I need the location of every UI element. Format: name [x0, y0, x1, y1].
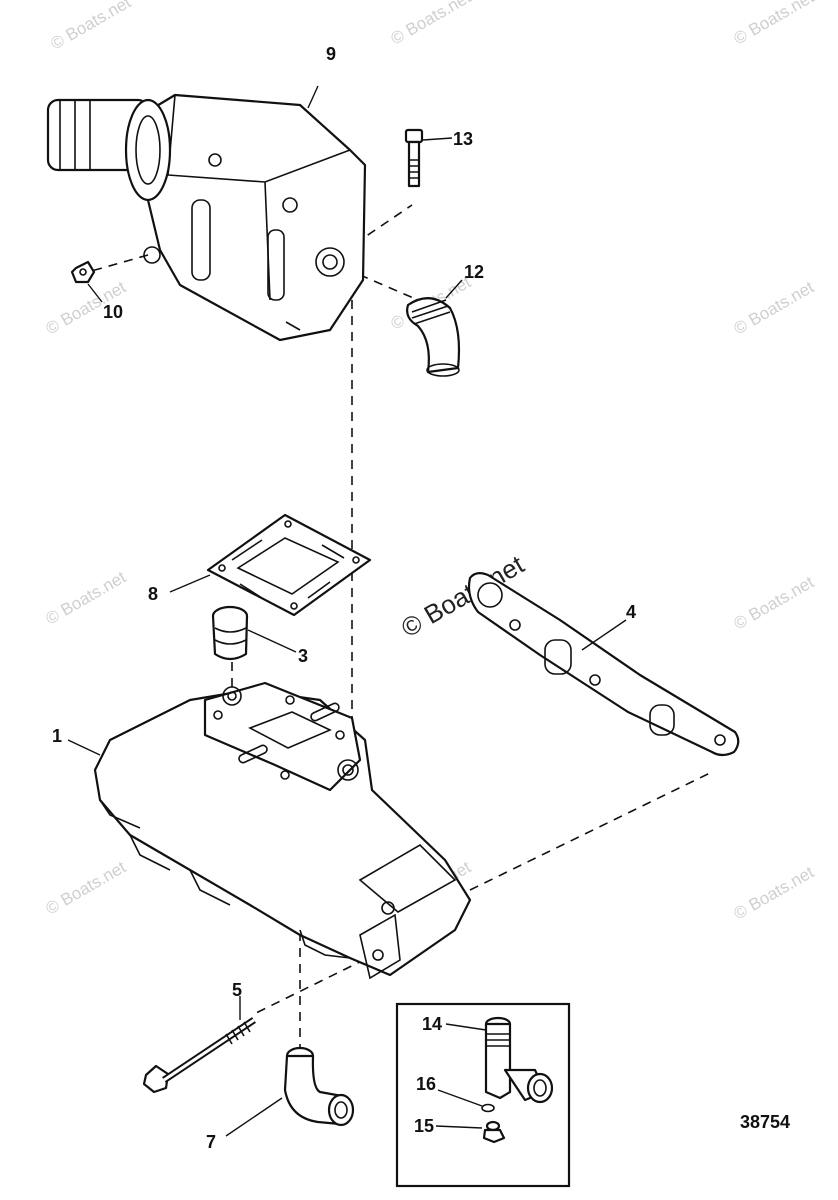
watermark: © Boats.net: [43, 857, 130, 918]
callout-10: 10: [103, 302, 123, 322]
bolt-part-5: [142, 1017, 256, 1094]
watermark: © Boats.net: [731, 572, 818, 633]
watermark: © Boats.net: [48, 0, 135, 53]
plug-part-3: [211, 605, 249, 661]
callout-15: 15: [414, 1116, 434, 1136]
callout-1: 1: [52, 726, 62, 746]
callout-7: 7: [206, 1132, 216, 1152]
figure-number: 38754: [740, 1112, 790, 1132]
watermark: © Boats.net: [731, 277, 818, 338]
watermark: © Boats.net: [731, 862, 818, 923]
gasket-part-4: [467, 571, 740, 757]
watermark: © Boats.net: [731, 0, 818, 48]
callout-5: 5: [232, 980, 242, 1000]
exhaust-elbow-part-9: [46, 93, 367, 342]
nut-part-10: [70, 260, 96, 284]
callout-13: 13: [453, 129, 473, 149]
watermark: © Boats.net: [388, 0, 475, 48]
o-ring-part-16: [481, 1103, 495, 1113]
fitting-part-15: [482, 1120, 506, 1144]
callout-14: 14: [422, 1014, 442, 1034]
watermark: © Boats.net: [43, 567, 130, 628]
bolt-part-13: [404, 128, 424, 188]
elbow-fitting-part-7: [283, 1046, 355, 1127]
inset-box: 14 16 15: [395, 1002, 571, 1188]
callout-9: 9: [326, 44, 336, 64]
exhaust-manifold-part-1: [93, 681, 472, 980]
callout-3: 3: [298, 646, 308, 666]
tee-fitting-part-14: [484, 1016, 554, 1104]
hose-elbow-part-12: [406, 297, 461, 377]
callout-8: 8: [148, 584, 158, 604]
callout-4: 4: [626, 602, 636, 622]
gasket-part-8: [206, 513, 372, 617]
callout-12: 12: [464, 262, 484, 282]
callout-16: 16: [416, 1074, 436, 1094]
